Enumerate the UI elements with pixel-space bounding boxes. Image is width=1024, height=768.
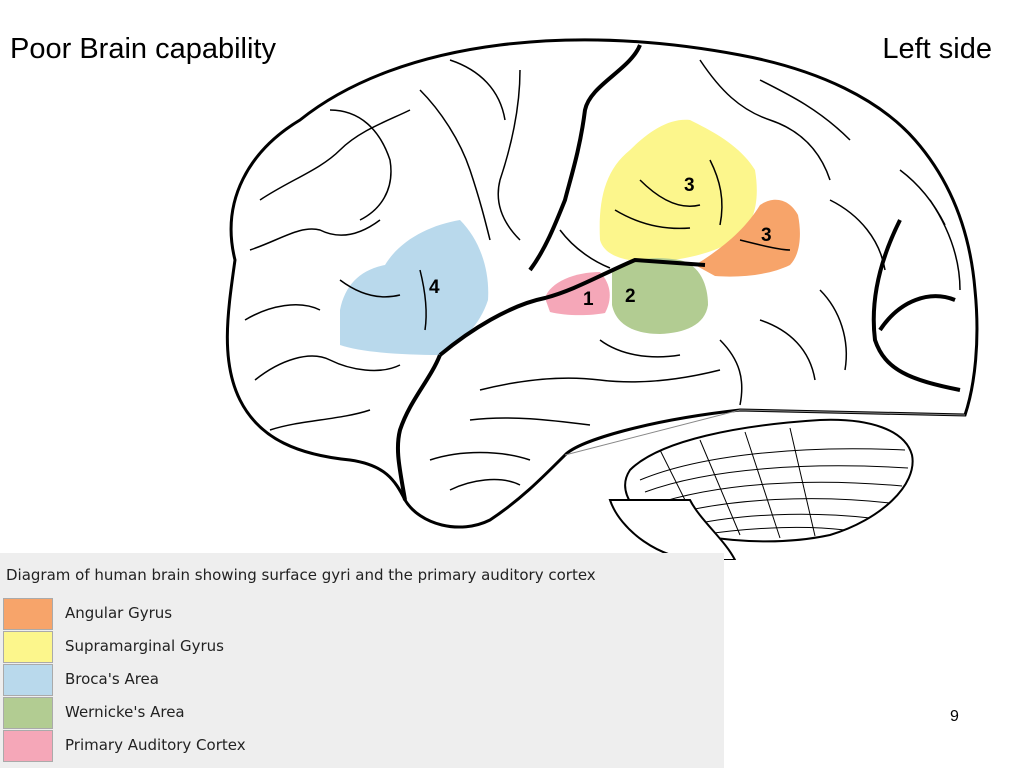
legend-swatch [3,631,53,663]
legend-caption: Diagram of human brain showing surface g… [6,566,596,584]
legend-swatch [3,598,53,630]
legend-swatch [3,697,53,729]
supramarginal-gyrus-region [599,119,757,262]
broca-number-label: 4 [429,277,440,298]
temporal-boundary [564,409,966,456]
legend-label: Broca's Area [65,670,159,688]
legend-item-wernickes-area: Wernicke's Area [0,697,724,730]
slide-title: Poor Brain capability [10,33,276,65]
legend-label: Angular Gyrus [65,604,173,622]
legend-label: Wernicke's Area [65,703,185,721]
side-label: Left side [882,33,992,65]
legend-swatch [3,730,53,762]
page-number: 9 [950,708,959,725]
legend-item-primary-auditory-cortex: Primary Auditory Cortex [0,730,724,763]
major-sulci [395,44,961,501]
legend-item-supramarginal-gyrus: Supramarginal Gyrus [0,631,724,664]
legend-swatch [3,664,53,696]
legend-label: Primary Auditory Cortex [65,736,246,754]
legend-item-angular-gyrus: Angular Gyrus [0,598,724,631]
brain-diagram: 3 3 4 1 2 [225,38,979,560]
wernicke-area-region [612,258,708,334]
angular-number-label: 3 [761,225,772,246]
angular-gyrus-region [695,199,800,277]
legend-panel: Diagram of human brain showing surface g… [0,553,724,768]
primary-auditory-cortex-region [545,272,610,316]
supramarginal-number-label: 3 [684,175,695,196]
wernicke-number-label: 2 [625,286,636,307]
broca-area-region [340,220,489,355]
legend-label: Supramarginal Gyrus [65,637,224,655]
gyri-lines [244,59,961,491]
legend-item-brocas-area: Broca's Area [0,664,724,697]
auditory-number-label: 1 [583,289,594,310]
